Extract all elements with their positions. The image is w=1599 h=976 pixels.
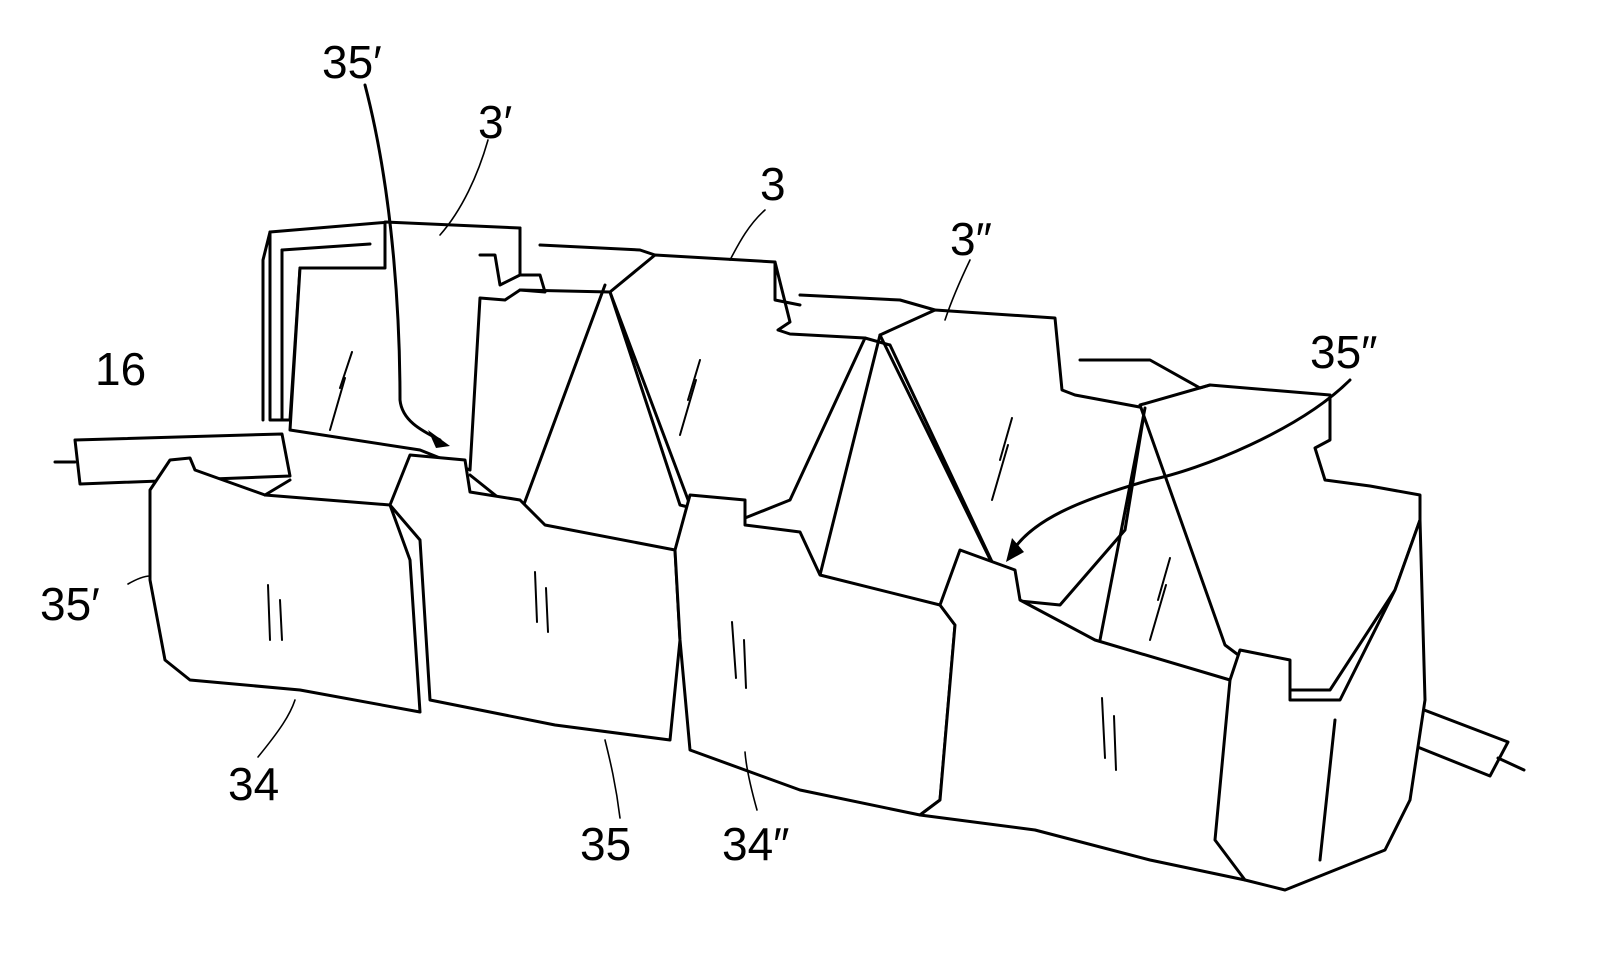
label-16: 16: [95, 343, 146, 395]
label-3-double-prime: 3″: [950, 213, 992, 265]
label-35-double-prime: 35″: [1310, 326, 1377, 378]
label-35-prime-left: 35′: [40, 578, 100, 630]
label-34-double-prime: 34″: [722, 818, 789, 870]
label-3-prime: 3′: [478, 96, 512, 148]
front-block-34: [150, 458, 420, 712]
label-35-prime-top: 35′: [322, 36, 382, 88]
label-35: 35: [580, 818, 631, 870]
front-block-35: [390, 455, 680, 740]
segment-3: [540, 245, 865, 520]
front-block-34-double-prime: [675, 495, 955, 815]
label-3: 3: [760, 158, 786, 210]
label-34: 34: [228, 758, 279, 810]
